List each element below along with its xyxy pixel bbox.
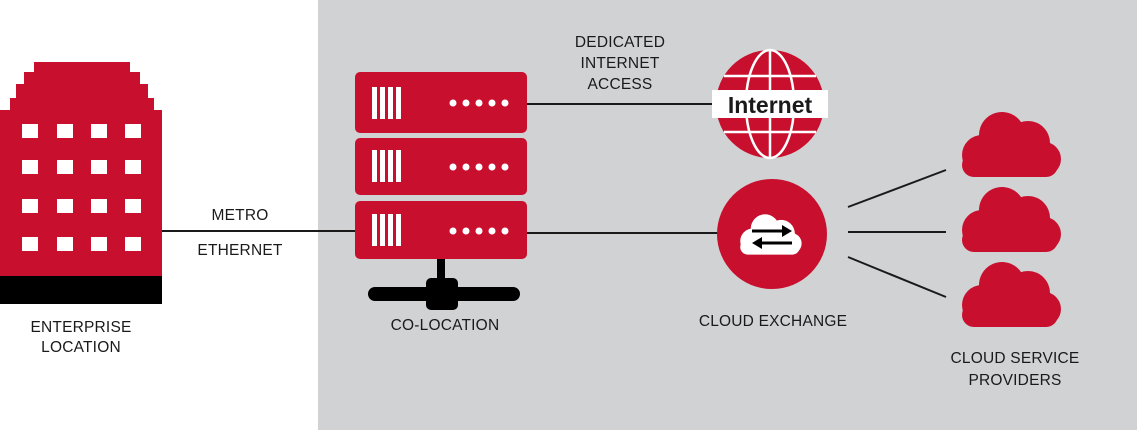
office-building-icon (0, 62, 162, 304)
metro-label: METRO (211, 207, 269, 224)
network-connector-icon (368, 259, 520, 310)
connection-lines (162, 103, 947, 298)
dedicated-internet-access-label: DEDICATED INTERNET ACCESS (574, 34, 666, 93)
internet-label: Internet (728, 92, 813, 118)
cloud-exchange-icon (717, 179, 827, 289)
colocation-label: CO-LOCATION (390, 317, 500, 334)
cloud-exchange-label: CLOUD EXCHANGE (698, 313, 848, 330)
csp-link-3 (847, 256, 947, 298)
server-unit-2 (355, 138, 527, 195)
csp-link-1 (847, 169, 947, 208)
cloud-service-providers-label: CLOUD SERVICE PROVIDERS (950, 350, 1080, 389)
internet-globe-icon (712, 48, 828, 160)
cloud-icon (962, 262, 1061, 327)
server-rack-icon (355, 72, 527, 259)
server-unit-1 (355, 72, 527, 133)
cloud-icon (962, 187, 1061, 252)
enterprise-location-label: ENTERPRISE LOCATION (30, 319, 132, 356)
cloud-service-providers-icons (962, 112, 1061, 327)
cloud-icon (962, 112, 1061, 177)
server-unit-3 (355, 201, 527, 259)
ethernet-label: ETHERNET (197, 242, 283, 259)
